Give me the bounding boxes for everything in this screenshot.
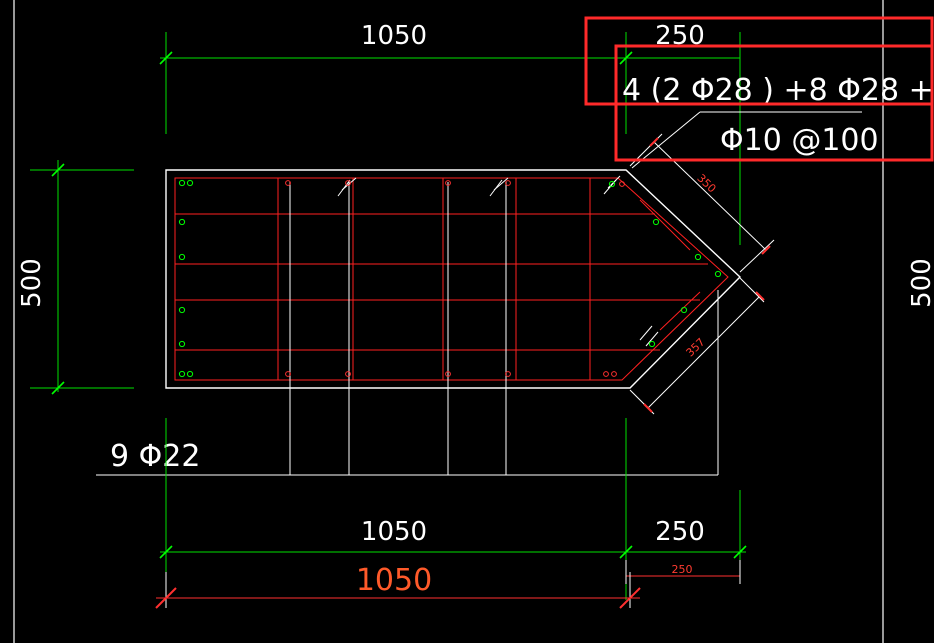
hook-marks xyxy=(337,175,659,347)
main-rebar-note: 4 (2 Φ28 ) +8 Φ28 +9 Φ22 xyxy=(622,73,934,108)
right-height-label: 500 xyxy=(907,258,934,308)
left-height-label: 500 xyxy=(17,258,47,308)
rebar-bars xyxy=(178,179,722,378)
side-rebar-note: 9 Φ22 xyxy=(110,439,200,474)
bottom-red-dimension xyxy=(155,572,641,609)
stirrup-note: Φ10 @100 xyxy=(720,123,879,158)
bottom-dimension xyxy=(159,418,747,600)
bottom-red-label: 1050 xyxy=(356,563,432,598)
rebar-cage xyxy=(174,177,729,381)
diag-lower-label: 357 xyxy=(684,336,708,360)
tie-extension-lines xyxy=(96,182,719,476)
diagonal-dimension-lower xyxy=(629,277,765,415)
bottom-small-label: 250 xyxy=(672,563,693,576)
top-width-label: 1050 xyxy=(361,21,427,51)
left-dimension-500 xyxy=(30,160,134,395)
bottom-right-label: 250 xyxy=(655,517,705,547)
bottom-small-dimension xyxy=(625,560,741,584)
highlight-box-inner xyxy=(614,44,934,162)
column-outline xyxy=(165,169,742,389)
top-dimension-1050 xyxy=(159,32,741,245)
diag-upper-label: 350 xyxy=(694,172,718,196)
bottom-width-label: 1050 xyxy=(361,517,427,547)
